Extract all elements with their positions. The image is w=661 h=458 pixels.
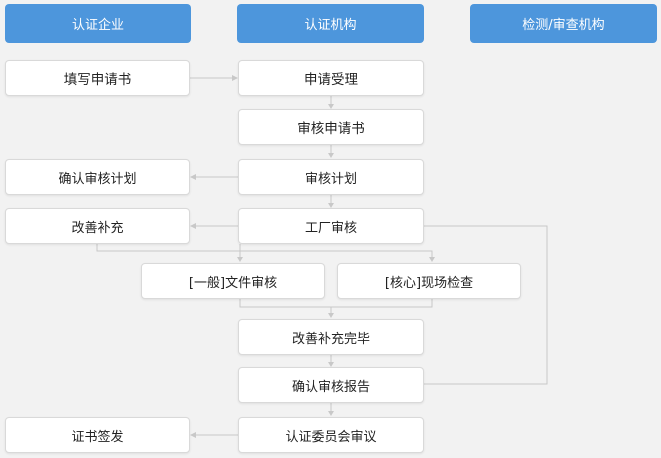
arrowhead <box>328 153 334 158</box>
connector <box>240 250 433 257</box>
arrowhead <box>328 203 334 208</box>
connector <box>424 225 548 385</box>
step-confirm-plan: 确认审核计划 <box>5 159 190 195</box>
arrowhead <box>237 257 243 262</box>
step-committee-review: 认证委员会审议 <box>238 417 424 453</box>
lane-header-testing: 检测/审查机构 <box>470 4 657 43</box>
step-improvement-done: 改善补充完毕 <box>238 319 424 355</box>
arrowhead <box>328 411 334 416</box>
step-factory-audit: 工厂审核 <box>238 208 424 244</box>
arrowhead <box>232 75 238 81</box>
step-improve-supplement: 改善补充 <box>5 208 190 244</box>
arrowhead <box>190 223 196 229</box>
arrowhead <box>429 257 435 262</box>
step-accept-application: 申请受理 <box>238 60 424 96</box>
arrowhead <box>190 174 196 180</box>
step-fill-application: 填写申请书 <box>5 60 190 96</box>
connector <box>331 299 433 308</box>
lane-header-enterprise: 认证企业 <box>5 4 191 43</box>
connector <box>239 299 332 313</box>
connector <box>96 244 240 252</box>
step-certificate-issue: 证书签发 <box>5 417 190 453</box>
step-document-review: [一般]文件审核 <box>141 263 325 299</box>
lane-header-certifier: 认证机构 <box>237 4 424 43</box>
step-review-application: 审核申请书 <box>238 109 424 145</box>
step-audit-plan: 审核计划 <box>238 159 424 195</box>
arrowhead <box>328 313 334 318</box>
step-confirm-report: 确认审核报告 <box>238 367 424 403</box>
arrowhead <box>328 362 334 367</box>
arrowhead <box>328 104 334 109</box>
arrowhead <box>190 432 196 438</box>
step-onsite-inspection: [核心]现场检查 <box>337 263 521 299</box>
